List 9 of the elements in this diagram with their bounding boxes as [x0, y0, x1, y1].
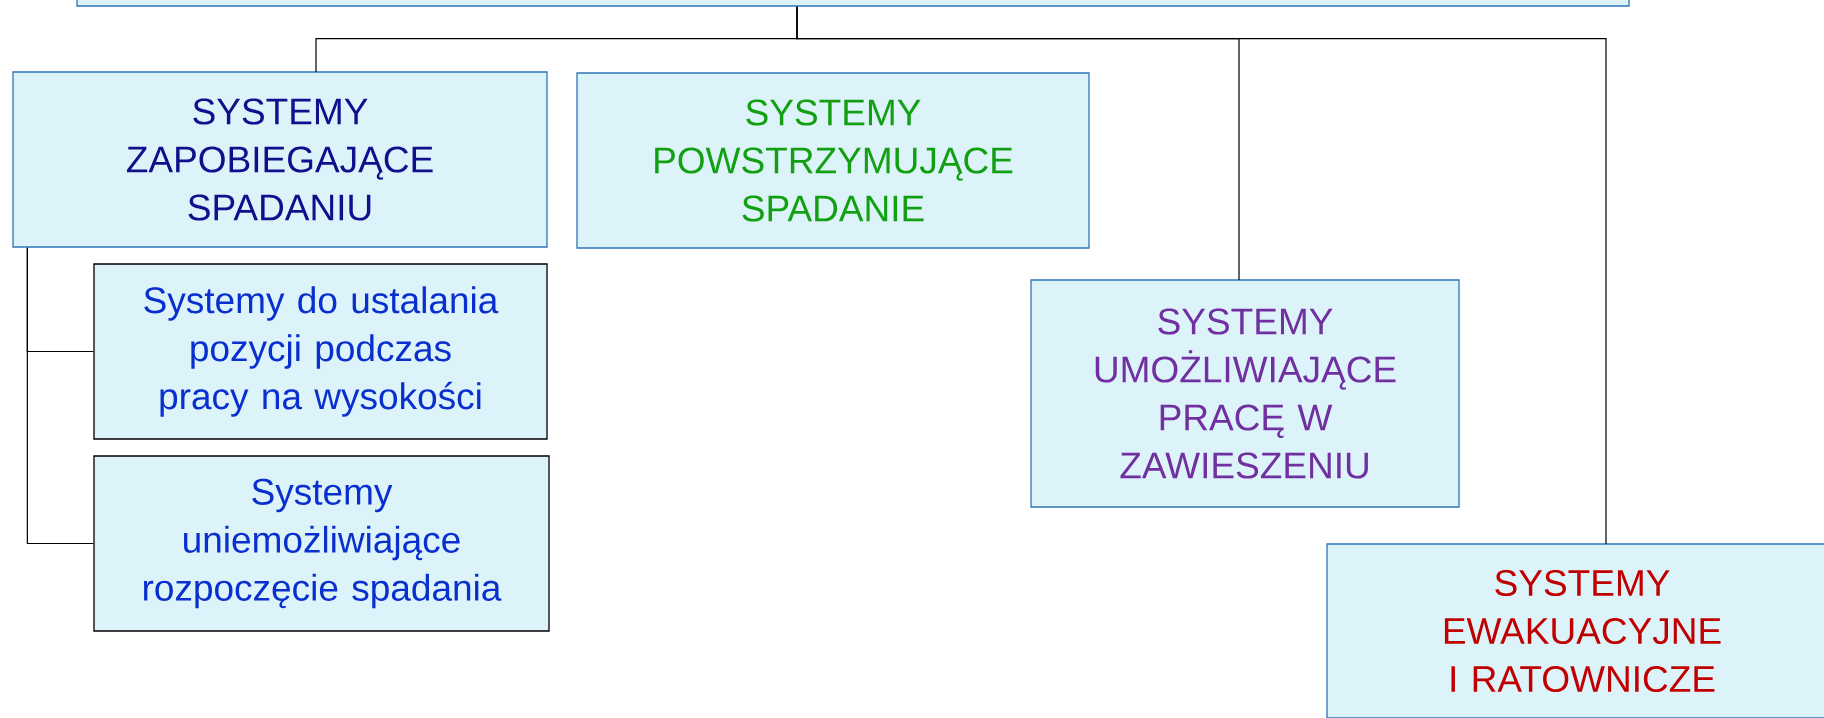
connector-line — [796, 6, 1607, 545]
connector-line — [26, 247, 94, 545]
category-box: SYSTEMY UMOŻLIWIAJĄCE PRACĘ W ZAWIESZENIU — [1030, 279, 1460, 508]
category-box: SYSTEMY ZAPOBIEGAJĄCE SPADANIU — [12, 71, 548, 248]
box — [76, 0, 1630, 7]
category-box: SYSTEMY EWAKUACYJNE I RATOWNICZE — [1326, 543, 1824, 718]
subcategory-box: Systemy uniemożliwiające rozpoczęcie spadania — [93, 455, 550, 632]
category-box: SYSTEMY POWSTRZYMUJĄCE SPADANIE — [576, 72, 1090, 249]
subcategory-box: Systemy do ustalania pozycji podczas pracy na wysokości — [93, 263, 548, 440]
